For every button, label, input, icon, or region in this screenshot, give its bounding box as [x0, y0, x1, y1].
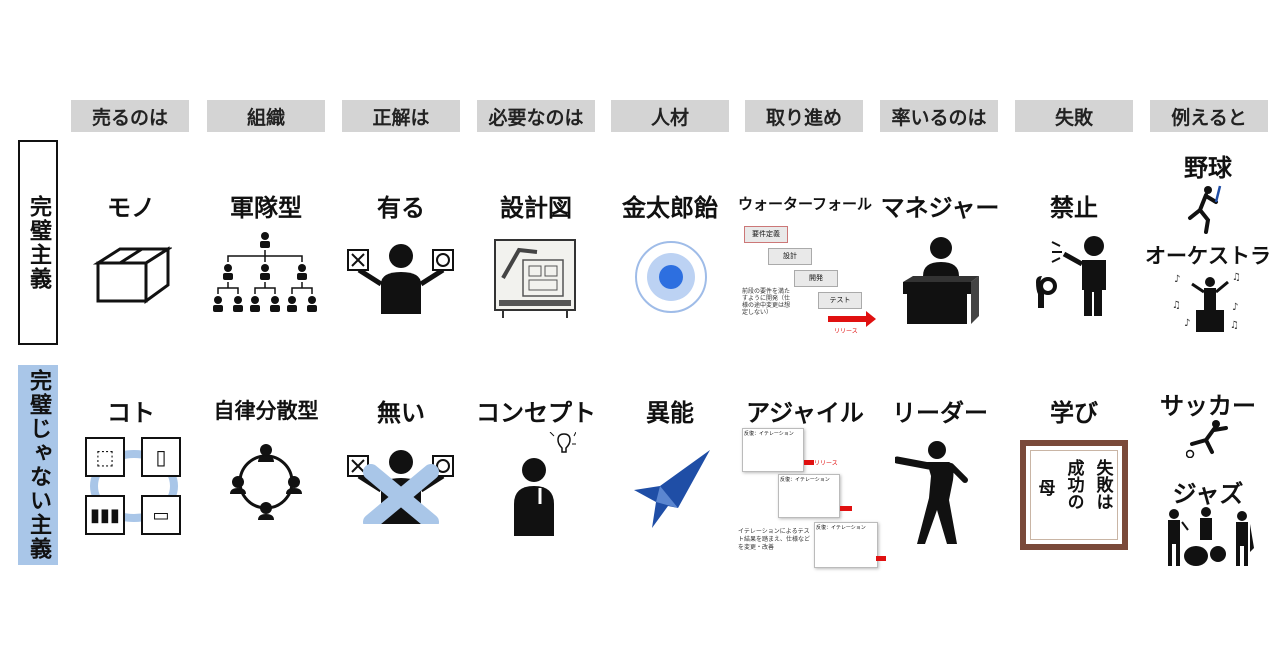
row1-label-answer: 有る — [377, 194, 425, 222]
waterfall-step: 要件定義 — [744, 226, 788, 243]
agile-iteration-card: 反復：イテレーション — [778, 474, 840, 518]
presentation-icon: ▭ — [141, 495, 181, 535]
box-small-icon: ⬚ — [85, 437, 125, 477]
release-arrow — [828, 316, 866, 322]
proverb-frame: 失敗は 成功の 母 — [1020, 440, 1128, 550]
proverb-line: 母 — [1034, 479, 1055, 496]
agile-arrow — [804, 460, 814, 465]
soccer-player-icon — [1186, 420, 1228, 458]
svg-text:♫: ♫ — [1232, 272, 1241, 283]
svg-text:♫: ♫ — [1172, 300, 1181, 311]
row1-label-sell: モノ — [107, 194, 155, 222]
waterfall-note: 前段の要件を満たすように開発（仕様の途中変更は想定しない） — [742, 288, 791, 316]
svg-text:♪: ♪ — [1232, 302, 1238, 313]
jazz-band-icon — [1168, 507, 1254, 566]
svg-text:♪: ♪ — [1184, 318, 1190, 329]
row2-label-process: アジャイル — [746, 399, 864, 427]
row2-label-required: コンセプト — [476, 399, 596, 427]
header-answer: 正解は — [342, 100, 460, 132]
row1-label-talent: 金太郎飴 — [622, 194, 718, 222]
example-orchestra: オーケストラ — [1145, 244, 1271, 268]
header-sell: 売るのは — [71, 100, 189, 132]
release-arrow-head — [866, 311, 876, 327]
leader-pointing-icon — [895, 441, 968, 544]
agile-iteration-card: 反復：イテレーション — [742, 428, 804, 472]
svg-text:♫: ♫ — [1230, 320, 1239, 331]
agile-iteration-label: 反復：イテレーション — [744, 431, 794, 437]
smartphone-icon: ▯ — [141, 437, 181, 477]
row2-label-talent: 異能 — [646, 399, 694, 427]
analysis-chart-icon: ▮▮▮ — [85, 495, 125, 535]
row2-label-organization: 自律分散型 — [213, 399, 319, 423]
manager-desk-icon — [903, 237, 979, 324]
waterfall-diagram: 要件定義 設計 開発 テスト 前段の要件を満たすように開発（仕様の途中変更は想定… — [742, 226, 878, 338]
row1-label-required: 設計図 — [500, 194, 572, 222]
agile-arrow — [840, 506, 852, 511]
row1-label-organization: 軍隊型 — [230, 194, 302, 222]
header-leader: 率いるのは — [880, 100, 998, 132]
example-jazz: ジャズ — [1172, 480, 1244, 508]
agile-iteration-label: 反復：イテレーション — [780, 477, 830, 483]
uniform-circle-icon — [635, 241, 707, 313]
scolding-icon — [1036, 236, 1106, 316]
person-x-o-icon — [347, 244, 454, 314]
waterfall-step: テスト — [818, 292, 862, 309]
agile-iteration-label: 反復：イテレーション — [816, 525, 866, 531]
header-analogy: 例えると — [1150, 100, 1268, 132]
ring-arrow-icon — [90, 450, 178, 522]
row1-label-leader: マネジャー — [880, 194, 1000, 222]
unique-shape-icon — [634, 450, 710, 528]
person-no-answer-icon — [347, 450, 454, 524]
koto-icon-group: ⬚ ▯ ▮▮▮ ▭ — [85, 437, 183, 537]
header-required: 必要なのは — [477, 100, 595, 132]
proverb-line: 失敗は — [1092, 459, 1113, 510]
agile-note: イテレーションによるテスト結果を踏まえ、仕様などを変更・改善 — [738, 528, 811, 551]
agile-arrow — [876, 556, 886, 561]
header-process: 取り進め — [745, 100, 863, 132]
example-baseball: 野球 — [1184, 154, 1232, 182]
box-icon — [92, 246, 172, 304]
agile-release-label: リリース — [814, 460, 838, 467]
hierarchy-icon — [213, 232, 317, 312]
waterfall-step: 設計 — [768, 248, 812, 265]
row1-label-failure: 禁止 — [1050, 194, 1098, 222]
network-circle-icon — [230, 444, 302, 520]
agile-iteration-card: 反復：イテレーション — [814, 522, 878, 568]
row2-label-sell: コト — [107, 399, 155, 427]
header-talent: 人材 — [611, 100, 729, 132]
example-soccer: サッカー — [1160, 392, 1256, 420]
release-label: リリース — [834, 328, 858, 335]
baseball-player-icon — [1188, 185, 1222, 234]
agile-diagram: 反復：イテレーション リリース 反復：イテレーション 反復：イテレーション イテ… — [738, 428, 888, 572]
waterfall-step: 開発 — [794, 270, 838, 287]
blueprint-icon — [494, 239, 576, 318]
header-organization: 組織 — [207, 100, 325, 132]
proverb-line: 成功の — [1063, 459, 1084, 510]
thinker-bulb-icon — [514, 432, 576, 536]
row2-label-failure: 学び — [1050, 399, 1098, 427]
orchestra-conductor-icon: ♪♫♫ ♪♪♫ — [1172, 272, 1241, 332]
row2-label-leader: リーダー — [892, 399, 988, 427]
proverb-inner: 失敗は 成功の 母 — [1030, 450, 1118, 540]
row-label-non-perfectionism: 完璧じゃない主義 — [18, 365, 58, 565]
row1-label-process: ウォーターフォール — [737, 195, 873, 213]
header-failure: 失敗 — [1015, 100, 1133, 132]
svg-text:♪: ♪ — [1174, 274, 1180, 285]
row2-label-answer: 無い — [377, 399, 425, 427]
row-label-perfectionism: 完璧主義 — [18, 140, 58, 345]
